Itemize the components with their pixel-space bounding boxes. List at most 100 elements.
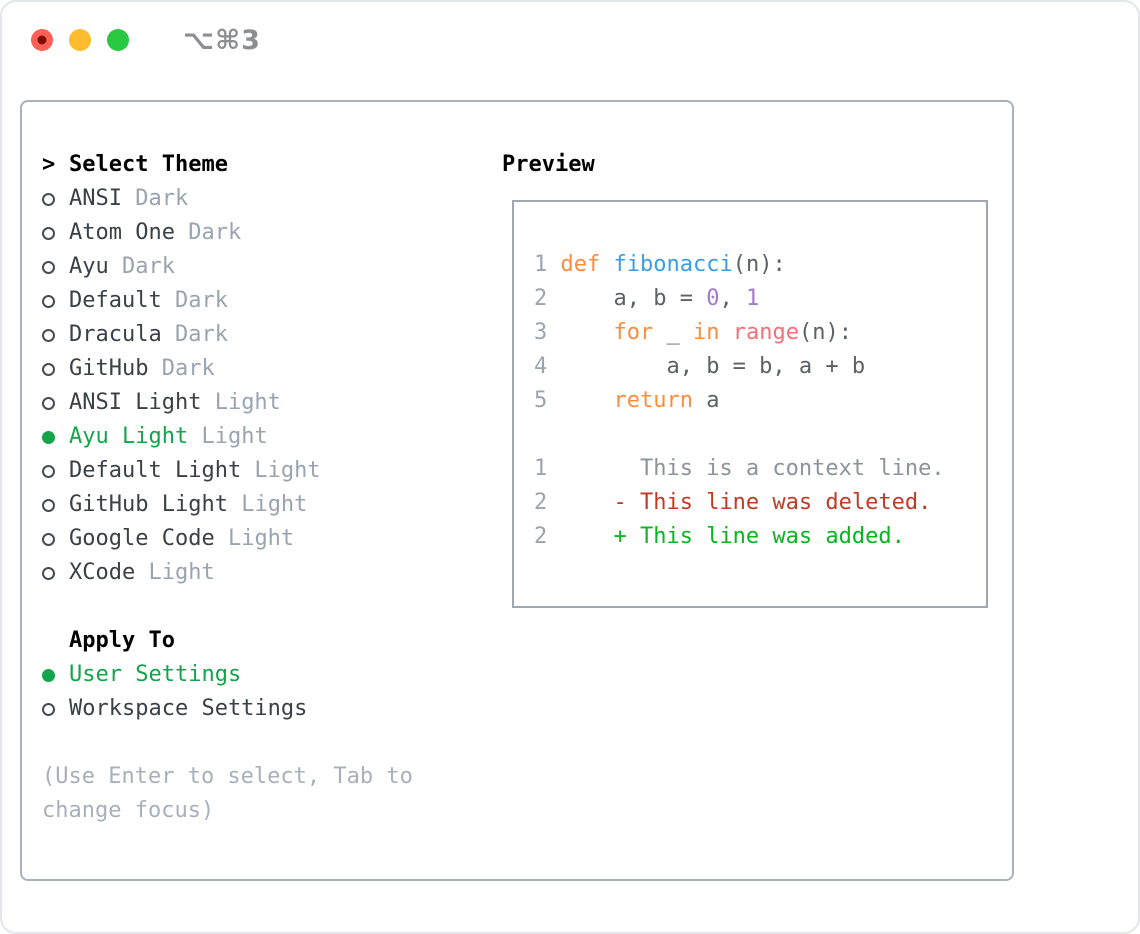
zoom-button[interactable] [107,29,129,51]
theme-option-ansi[interactable]: ANSI Dark [42,182,413,216]
code-segment-function: fibonacci [613,252,733,277]
close-button[interactable] [31,29,53,51]
option-variant-label: Dark [161,288,228,313]
code-segment-builtin: range [732,320,799,345]
radio-unselected-icon [42,498,55,512]
radio-unselected-icon [42,226,55,240]
code-segment-added: + This line was added. [560,524,905,549]
code-segment-text: , [719,286,746,311]
option-variant-label: Light [241,458,321,483]
option-variant-label: Dark [108,254,175,279]
code-segment-text: _ [653,320,693,345]
code-segment-keyword: for [613,320,654,345]
code-segment-text [600,252,613,277]
theme-option-default-light[interactable]: Default Light Light [42,454,413,488]
spacer [42,590,413,624]
option-variant-label: Light [201,390,281,415]
line-number: 1 [534,456,561,481]
code-line: 1 def fibonacci(n): [534,248,976,282]
minimize-button[interactable] [69,29,91,51]
option-label: GitHub Light [69,492,228,517]
code-segment-keyword: in [692,320,720,345]
option-label: GitHub [69,356,149,381]
apply-to-header-row: Apply To [42,624,413,658]
radio-unselected-icon [42,294,55,308]
theme-option-ayu[interactable]: Ayu Dark [42,250,413,284]
code-line: 5 return a [534,384,976,418]
option-label: Ayu Light [69,424,189,449]
option-label: XCode [69,560,136,585]
code-line: 4 a, b = b, a + b [534,350,976,384]
option-label: ANSI [69,186,122,211]
radio-unselected-icon [42,362,55,376]
radio-unselected-icon [42,566,55,580]
code-segment-text [561,388,614,413]
code-segment-text [561,320,614,345]
line-number: 3 [534,320,561,345]
option-variant-label: Dark [174,220,242,245]
diff-deleted-line: 2 - This line was deleted. [534,486,976,520]
code-line: 3 for _ in range(n): [534,316,976,350]
theme-option-ayu-light[interactable]: Ayu Light Light [42,420,413,454]
option-variant-label: Light [188,424,268,449]
radio-unselected-icon [42,396,55,410]
code-segment-deleted: - This line was deleted. [560,490,932,515]
radio-selected-icon [42,430,55,444]
code-segment-keyword: def [560,252,601,277]
code-segment-text: (n): [732,252,786,277]
radio-selected-icon [42,668,55,682]
theme-option-ansi-light[interactable]: ANSI Light Light [42,386,413,420]
select-theme-header: Select Theme [69,152,228,177]
theme-option-github-light[interactable]: GitHub Light Light [42,488,413,522]
option-variant-label: Dark [121,186,189,211]
code-segment-context: This is a context line. [560,456,945,481]
option-label: User Settings [69,662,242,687]
theme-option-atom-one[interactable]: Atom One Dark [42,216,413,250]
option-label: Ayu [69,254,109,279]
code-segment-text: (n): [798,320,852,345]
radio-unselected-icon [42,260,55,274]
line-number: 2 [534,524,561,549]
preview-pane: Preview 1 def fibonacci(n):2 a, b = 0, 1… [502,148,1008,608]
apply-option-user-settings[interactable]: User Settings [42,658,413,692]
apply-option-workspace-settings[interactable]: Workspace Settings [42,692,413,726]
window-title: ⌥⌘3 [183,24,261,56]
code-segment-text [719,320,732,345]
theme-option-dracula[interactable]: Dracula Dark [42,318,413,352]
blank-line [534,418,976,452]
option-label: ANSI Light [69,390,202,415]
radio-unselected-icon [42,702,55,716]
preview-header: Preview [502,152,595,177]
theme-option-google-code[interactable]: Google Code Light [42,522,413,556]
radio-unselected-icon [42,532,55,546]
option-label: Default Light [69,458,242,483]
option-variant-label: Light [227,492,308,517]
line-number: 2 [534,286,561,311]
code-segment-text: a [692,388,720,413]
option-variant-label: Light [135,560,215,585]
apply-to-header: Apply To [69,628,175,653]
spacer [42,726,413,760]
theme-option-xcode[interactable]: XCode Light [42,556,413,590]
theme-option-github[interactable]: GitHub Dark [42,352,413,386]
option-variant-label: Dark [161,322,228,347]
code-segment-number: 0 [706,286,720,311]
diff-context-line: 1 This is a context line. [534,452,976,486]
option-variant-label: Dark [148,356,215,381]
code-segment-keyword: return [613,388,693,413]
option-label: Dracula [69,322,162,347]
code-segment-text: a, b = [560,286,707,311]
theme-option-default[interactable]: Default Dark [42,284,413,318]
option-label: Atom One [69,220,175,245]
line-number: 1 [534,252,561,277]
record-dot-icon [37,35,47,45]
radio-unselected-icon [42,464,55,478]
code-line: 2 a, b = 0, 1 [534,282,976,316]
